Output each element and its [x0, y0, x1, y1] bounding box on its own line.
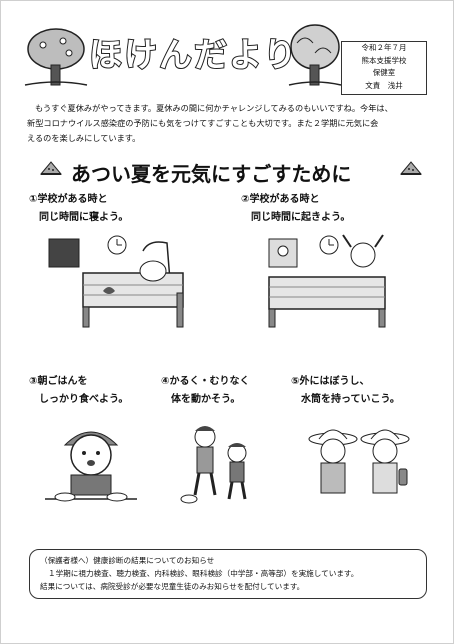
- tip-line: 体を動かそう。: [171, 394, 241, 405]
- child-waking-illustration: [268, 234, 386, 328]
- child-eating-illustration: [45, 431, 137, 502]
- notice-title: （保護者様へ）健康診断の結果についてのお知らせ: [40, 556, 215, 565]
- issue-date: 令和２年７月: [361, 43, 407, 52]
- tip-sleep: ①学校がある時と 同じ時間に寝よう。: [29, 191, 128, 227]
- tip-line: ③朝ごはんを: [29, 376, 88, 387]
- tip-wake: ②学校がある時と 同じ時間に起きよう。: [241, 191, 350, 227]
- children-hat-illustration: [308, 429, 410, 494]
- author: 文責 浅井: [365, 80, 403, 90]
- tip-line: ①学校がある時と: [29, 194, 108, 205]
- section-title: あつい夏を元気にすごすために: [71, 162, 352, 186]
- newsletter-title: ほけんだより: [88, 34, 299, 75]
- tip-line: 水筒を持っていこう。: [301, 394, 400, 405]
- office-name: 保健室: [372, 68, 396, 77]
- notice-line: １学期に視力検査、聴力検査、内科検診、眼科検診（中学部・高等部）を実施しています…: [48, 569, 359, 578]
- tip-line: 同じ時間に起きよう。: [251, 212, 351, 223]
- intro-line: もうすぐ夏休みがやってきます。夏休みの間に何かチャレンジしてみるのもいいですね。…: [35, 103, 393, 113]
- children-walking-illustration: [180, 426, 247, 504]
- school-info-box: 令和２年７月 熊本支援学校 保健室 文責 浅井: [341, 41, 427, 95]
- tip-exercise: ④かるく・むりなく 体を動かそう。: [161, 373, 249, 409]
- intro-paragraph: もうすぐ夏休みがやってきます。夏休みの間に何かチャレンジしてみるのもいいですね。…: [27, 101, 437, 146]
- intro-line: えるのを楽しみにしています。: [27, 133, 141, 143]
- header: ほけんだより 令和２年７月 熊本支援学校 保健室 文責 浅井: [19, 23, 439, 95]
- tip-line: しっかり食べよう。: [39, 394, 129, 405]
- notice-line: 結果については、病院受診が必要な児童生徒のみお知らせを配付しています。: [40, 582, 305, 591]
- tip-line: ⑤外にはぼうし、: [291, 376, 370, 387]
- tip-line: ④かるく・むりなく: [161, 376, 250, 387]
- parent-notice-box: （保護者様へ）健康診断の結果についてのお知らせ １学期に視力検査、聴力検査、内科…: [29, 549, 427, 599]
- watermelon-icon: [39, 161, 63, 175]
- school-name: 熊本支援学校: [361, 55, 407, 65]
- section-heading: あつい夏を元気にすごすために: [37, 156, 427, 188]
- title-banner: ほけんだより: [88, 31, 299, 79]
- tip-line: 同じ時間に寝よう。: [39, 212, 129, 223]
- tip-breakfast: ③朝ごはんを しっかり食べよう。: [29, 373, 128, 409]
- tree-left-icon: [24, 28, 88, 86]
- child-sleeping-illustration: [48, 235, 184, 328]
- watermelon-icon: [399, 161, 423, 175]
- tip-hat-water: ⑤外にはぼうし、 水筒を持っていこう。: [291, 373, 400, 409]
- tree-right-icon: [288, 24, 342, 86]
- tip-line: ②学校がある時と: [241, 194, 320, 205]
- intro-line: 新型コロナウイルス感染症の予防にも気をつけてすごすことも大切です。また２学期に元…: [27, 118, 379, 128]
